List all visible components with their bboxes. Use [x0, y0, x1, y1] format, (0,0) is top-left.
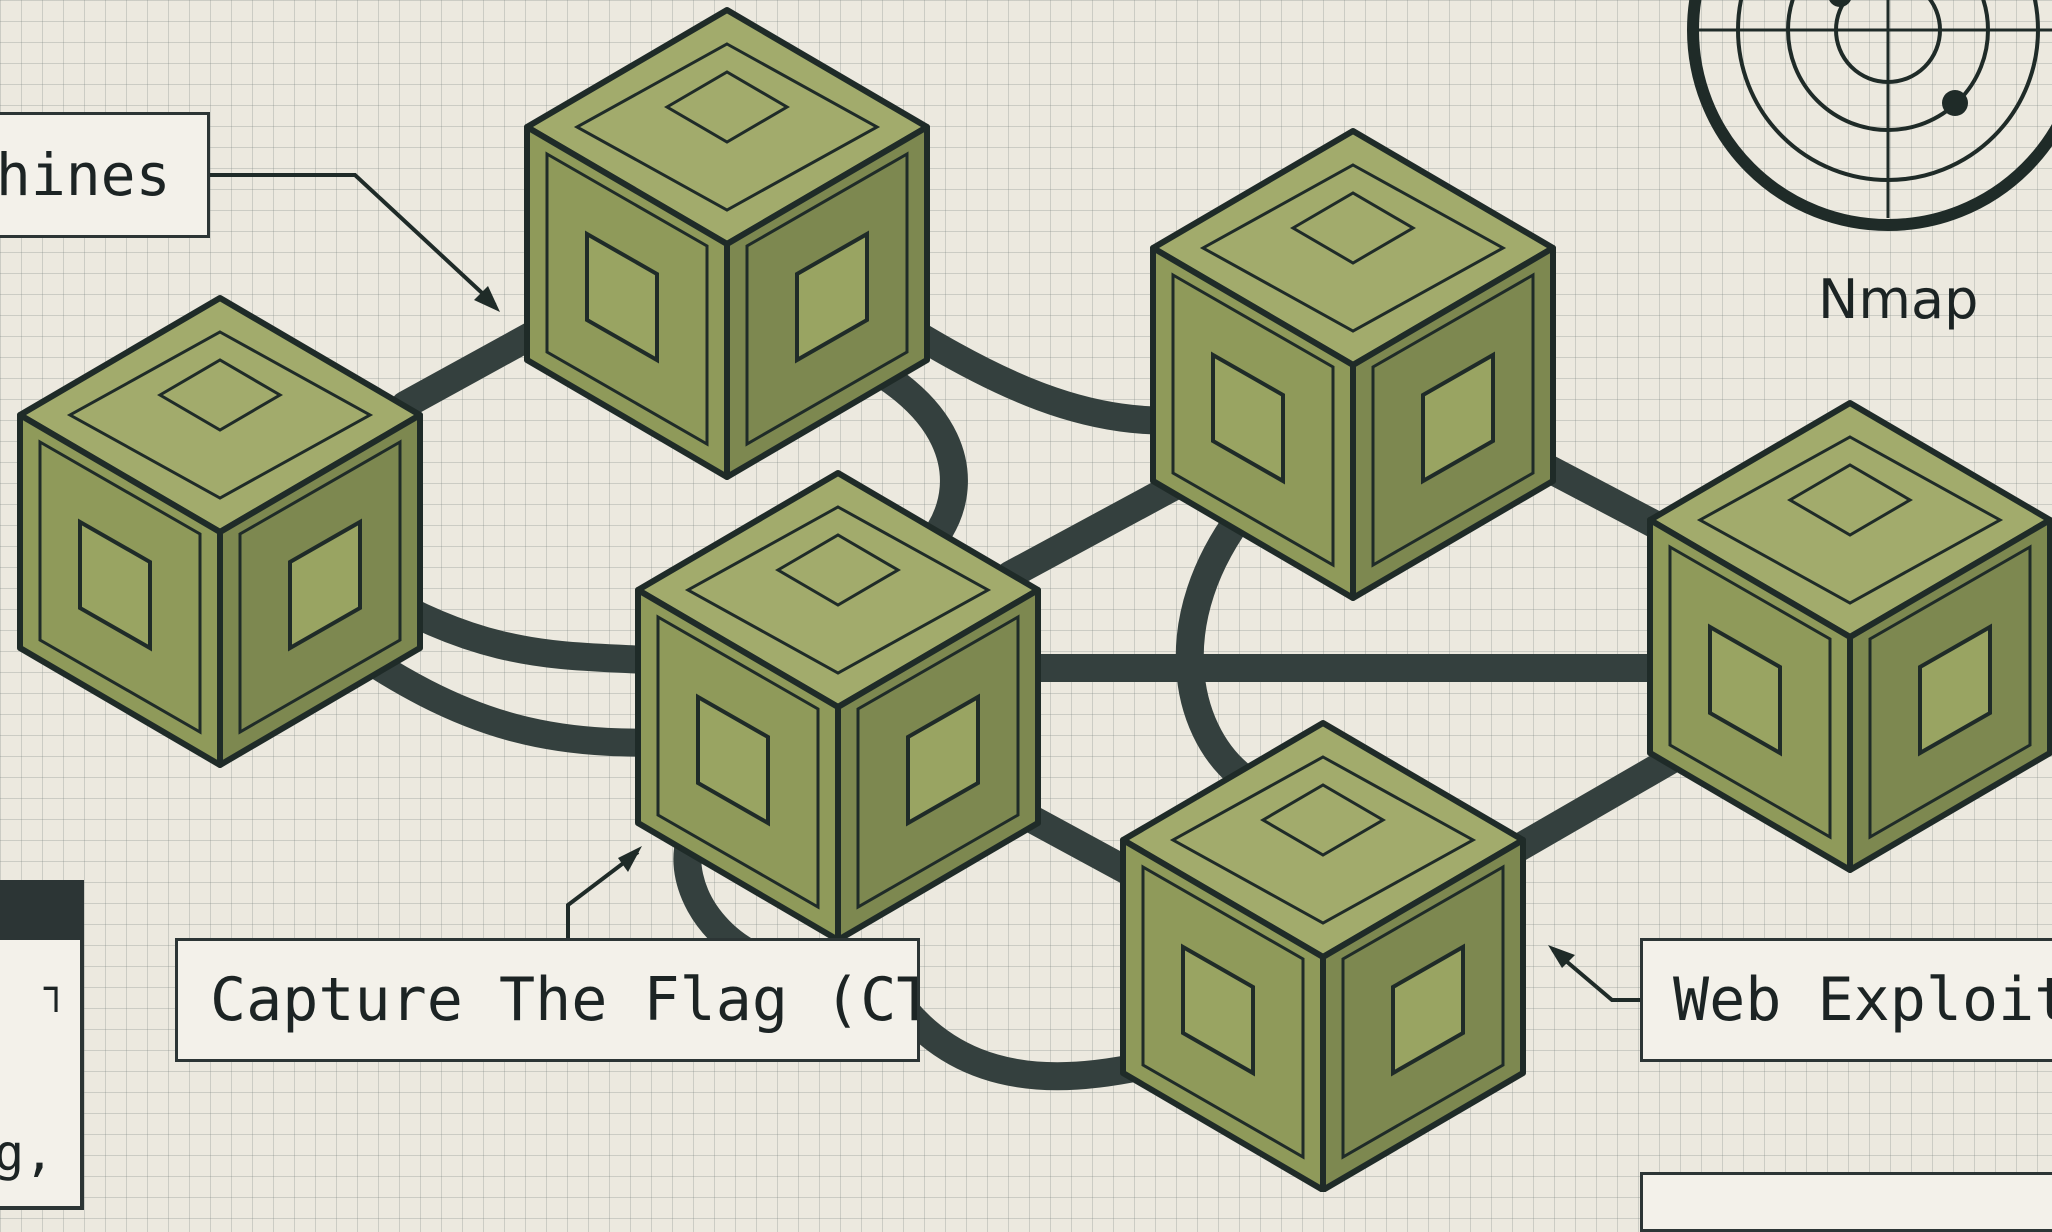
label-capture-the-flag: Capture The Flag (CTF)	[175, 938, 920, 1062]
label-web-exploitation: Web Exploitat	[1640, 938, 2052, 1062]
radar-icon	[1687, 0, 2052, 231]
side-panel-text: g,	[0, 1124, 55, 1182]
arrow-ctf	[566, 850, 640, 938]
side-panel-header	[0, 884, 80, 940]
annotation-arrows	[210, 173, 1640, 1002]
side-panel: ┐ g,	[0, 880, 84, 1210]
label-nmap: Nmap	[1818, 268, 1979, 331]
server-cube-icon	[20, 298, 420, 765]
arrow-machines	[210, 173, 497, 307]
network-diagram	[0, 0, 2052, 1192]
label-machines: chines	[0, 112, 210, 238]
server-cube-icon	[1153, 131, 1553, 598]
cable	[1175, 496, 1259, 789]
server-cube-icon	[1123, 723, 1523, 1190]
server-cube-icon	[527, 10, 927, 477]
bottom-right-box	[1640, 1172, 2052, 1232]
arrow-web	[1551, 948, 1640, 1002]
corner-bracket-icon: ┐	[44, 966, 69, 1012]
server-cube-icon	[1650, 403, 2050, 870]
